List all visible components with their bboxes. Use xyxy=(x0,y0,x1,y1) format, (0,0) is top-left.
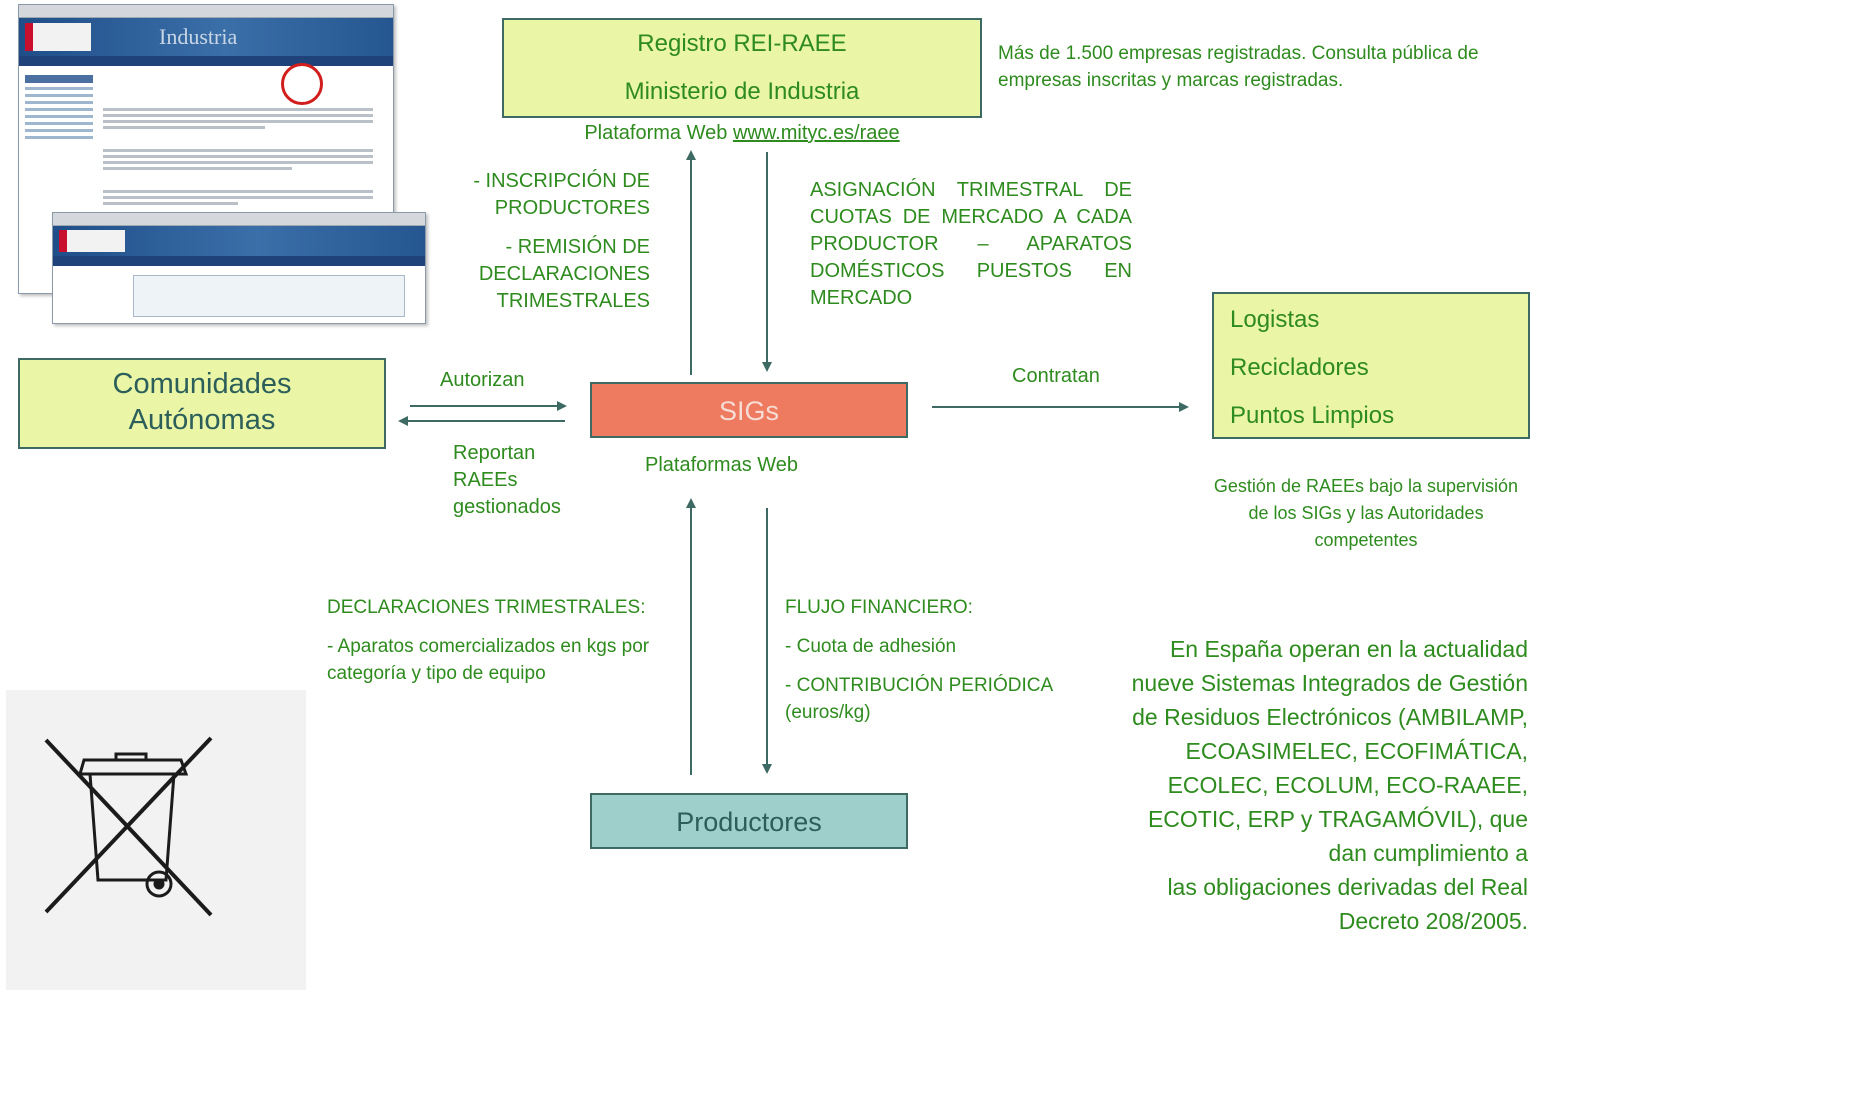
search-form xyxy=(133,275,405,317)
label-line: PRODUCTORES xyxy=(494,197,650,219)
registro-box: Registro REI-RAEE Ministerio de Industri… xyxy=(502,18,982,118)
paragraph-line: las obligaciones derivadas del Real xyxy=(1167,874,1528,900)
logistas-item: Logistas xyxy=(1230,306,1320,333)
productores-label: Productores xyxy=(676,807,822,837)
registro-note: Más de 1.500 empresas registradas. Consu… xyxy=(998,43,1479,91)
sigs-label: SIGs xyxy=(718,396,779,426)
declaraciones-title: DECLARACIONES TRIMESTRALES: xyxy=(327,597,646,618)
label-line: gestionados xyxy=(453,496,561,518)
registro-platform: Plataforma Web www.mityc.es/raee xyxy=(502,122,982,145)
productores-box: Productores xyxy=(590,793,908,849)
paragraph-line: ECOLEC, ECOLUM, ECO-RAAEE, xyxy=(1167,772,1528,798)
paragraph-line: ECOASIMELEC, ECOFIMÁTICA, xyxy=(1185,738,1529,764)
sigs-platform: Plataformas Web xyxy=(645,454,799,476)
label-line: RAEEs xyxy=(453,469,518,491)
flujo-title: FLUJO FINANCIERO: xyxy=(785,597,973,618)
sigs-box: SIGs xyxy=(590,382,908,438)
paragraph-line: En España operan en la actualidad xyxy=(1169,636,1528,662)
note-line: competentes xyxy=(1314,530,1418,550)
platform-link[interactable]: www.mityc.es/raee xyxy=(732,122,900,144)
site-subheader xyxy=(19,56,393,66)
label-line: categoría y tipo de equipo xyxy=(327,663,546,684)
site-header xyxy=(53,226,425,256)
registro-title: Registro REI-RAEE xyxy=(637,30,847,57)
platform-prefix: Plataforma Web xyxy=(584,122,733,144)
label-line: - REMISIÓN DE xyxy=(505,236,650,258)
comunidades-line2: Autónomas xyxy=(128,404,276,436)
flujo-block: FLUJO FINANCIERO: - Cuota de adhesión - … xyxy=(785,594,1085,726)
label-line: DECLARACIONES xyxy=(478,263,650,285)
ministry-logo xyxy=(25,23,91,51)
gestion-note: Gestión de RAEEs bajo la supervisión de … xyxy=(1196,473,1536,554)
weee-symbol-icon xyxy=(6,690,306,990)
paragraph-line: dan cumplimiento a xyxy=(1328,840,1528,866)
asignacion-label: ASIGNACIÓN TRIMESTRAL DE CUOTAS DE MERCA… xyxy=(810,177,1132,312)
recicladores-item: Recicladores xyxy=(1230,354,1369,381)
comunidades-box: Comunidades Autónomas xyxy=(18,358,386,449)
reportan-label: Reportan RAEEs gestionados xyxy=(453,440,561,521)
site-brand: Industria xyxy=(159,24,238,49)
browser-toolbar xyxy=(53,213,425,226)
weee-mini-icon xyxy=(281,63,323,105)
site-sidebar xyxy=(25,71,93,143)
registro-subtitle: Ministerio de Industria xyxy=(624,78,860,105)
puntos-limpios-item: Puntos Limpios xyxy=(1230,402,1395,429)
label-line: DOMÉSTICOS PUESTOS EN xyxy=(810,260,1132,282)
ministry-logo xyxy=(59,230,125,252)
paragraph-line: Decreto 208/2005. xyxy=(1338,908,1528,934)
inscripcion-label: - INSCRIPCIÓN DE PRODUCTORES - REMISIÓN … xyxy=(440,168,650,315)
logistas-box: Logistas Recicladores Puntos Limpios xyxy=(1212,292,1530,439)
site-header: Industria xyxy=(19,18,393,56)
autorizan-label: Autorizan xyxy=(440,369,525,391)
site-content xyxy=(103,105,373,208)
note-line: de los SIGs y las Autoridades xyxy=(1248,503,1484,523)
screenshot-empresas-web xyxy=(52,212,426,324)
site-subheader xyxy=(53,256,425,266)
label-line: - INSCRIPCIÓN DE xyxy=(473,170,650,192)
label-line: ASIGNACIÓN TRIMESTRAL DE xyxy=(810,179,1132,201)
label-line: - Aparatos comercializados en kgs por xyxy=(327,636,650,657)
paragraph-line: ECOTIC, ERP y TRAGAMÓVIL), que xyxy=(1147,806,1528,832)
label-line: TRIMESTRALES xyxy=(496,290,650,312)
label-line: - CONTRIBUCIÓN PERIÓDICA xyxy=(785,675,1054,696)
espana-paragraph: En España operan en la actualidad nueve … xyxy=(1100,632,1528,938)
label-line: PRODUCTOR – APARATOS xyxy=(810,233,1132,255)
label-line: CUOTAS DE MERCADO A CADA xyxy=(810,206,1132,228)
comunidades-line1: Comunidades xyxy=(112,368,292,400)
label-line: MERCADO xyxy=(810,287,913,309)
label-line: (euros/kg) xyxy=(785,702,871,723)
label-line: - Cuota de adhesión xyxy=(785,636,957,657)
note-line: Gestión de RAEEs bajo la supervisión xyxy=(1213,476,1519,496)
browser-toolbar xyxy=(19,5,393,18)
paragraph-line: de Residuos Electrónicos (AMBILAMP, xyxy=(1132,704,1528,730)
declaraciones-block: DECLARACIONES TRIMESTRALES: - Aparatos c… xyxy=(327,594,667,687)
contratan-label: Contratan xyxy=(1012,365,1100,387)
paragraph-line: nueve Sistemas Integrados de Gestión xyxy=(1131,670,1528,696)
label-line: Reportan xyxy=(453,442,536,464)
